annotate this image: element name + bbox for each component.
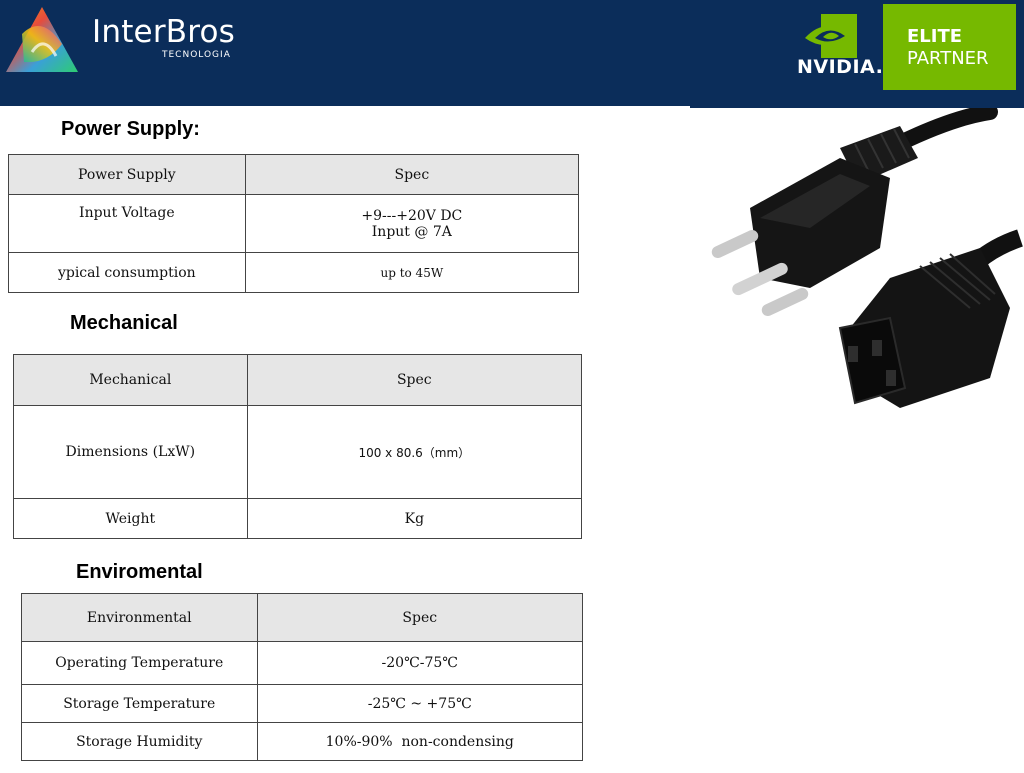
row-spec: Kg [246,498,583,539]
row-label: Operating Temperature [21,641,258,685]
header-cell: Spec [246,354,583,406]
header-cell: Environmental [21,593,258,642]
power-supply-title: Power Supply: [61,118,200,140]
row-label: Weight [13,498,248,539]
row-label: Input Voltage [8,194,246,253]
table-header-row: Mechanical Spec [13,354,583,406]
badge-line-1: ELITE [907,26,963,47]
spec-line: Input @ 7A [371,223,452,240]
brand-name: InterBros [92,14,236,50]
row-label: ypical consumption [8,252,246,293]
environmental-title: Enviromental [76,561,203,583]
header-strip [690,104,1024,108]
badge-line-2: PARTNER [907,48,989,69]
interbros-logo-icon [6,7,78,72]
table-header-row: Power Supply Spec [8,154,580,195]
row-spec: -20℃-75℃ [256,641,583,685]
row-spec: 100 x 80.6（mm） [246,405,583,499]
header-cell: Mechanical [13,354,248,406]
row-label: Storage Humidity [21,722,258,761]
header-cell: Spec [244,154,580,195]
mechanical-title: Mechanical [70,312,178,334]
header-cell: Spec [256,593,583,642]
table-row: ypical consumption up to 45W [8,252,580,293]
row-spec: 10%-90% non-condensing [256,722,583,761]
brand-subtitle: TECNOLOGIA [162,50,231,60]
table-row: Weight Kg [13,498,583,539]
row-spec: -25℃ ~ +75℃ [256,684,583,723]
environmental-table: Environmental Spec Operating Temperature… [21,593,583,761]
table-row: Storage Temperature -25℃ ~ +75℃ [21,684,583,723]
power-cord-image [711,108,1024,408]
row-spec: up to 45W [244,252,580,293]
header-banner: InterBros TECNOLOGIA NVIDIA. ELITE PARTN… [0,0,1024,106]
header-cell: Power Supply [8,154,246,195]
table-row: Operating Temperature -20℃-75℃ [21,641,583,685]
nvidia-wordmark: NVIDIA. [797,56,884,78]
table-header-row: Environmental Spec [21,593,583,642]
power-supply-table: Power Supply Spec Input Voltage +9---+20… [8,154,580,293]
row-label: Storage Temperature [21,684,258,723]
elite-partner-badge: ELITE PARTNER [883,4,1016,90]
mechanical-table: Mechanical Spec Dimensions (LxW) 100 x 8… [13,354,583,539]
row-label: Dimensions (LxW) [13,405,248,499]
table-row: Storage Humidity 10%-90% non-condensing [21,722,583,761]
table-row: Input Voltage +9---+20V DC Input @ 7A [8,194,580,253]
nvidia-eye-icon [805,14,857,58]
row-spec: +9---+20V DC Input @ 7A [244,194,580,253]
table-row: Dimensions (LxW) 100 x 80.6（mm） [13,405,583,499]
spec-line: +9---+20V DC [361,207,463,224]
